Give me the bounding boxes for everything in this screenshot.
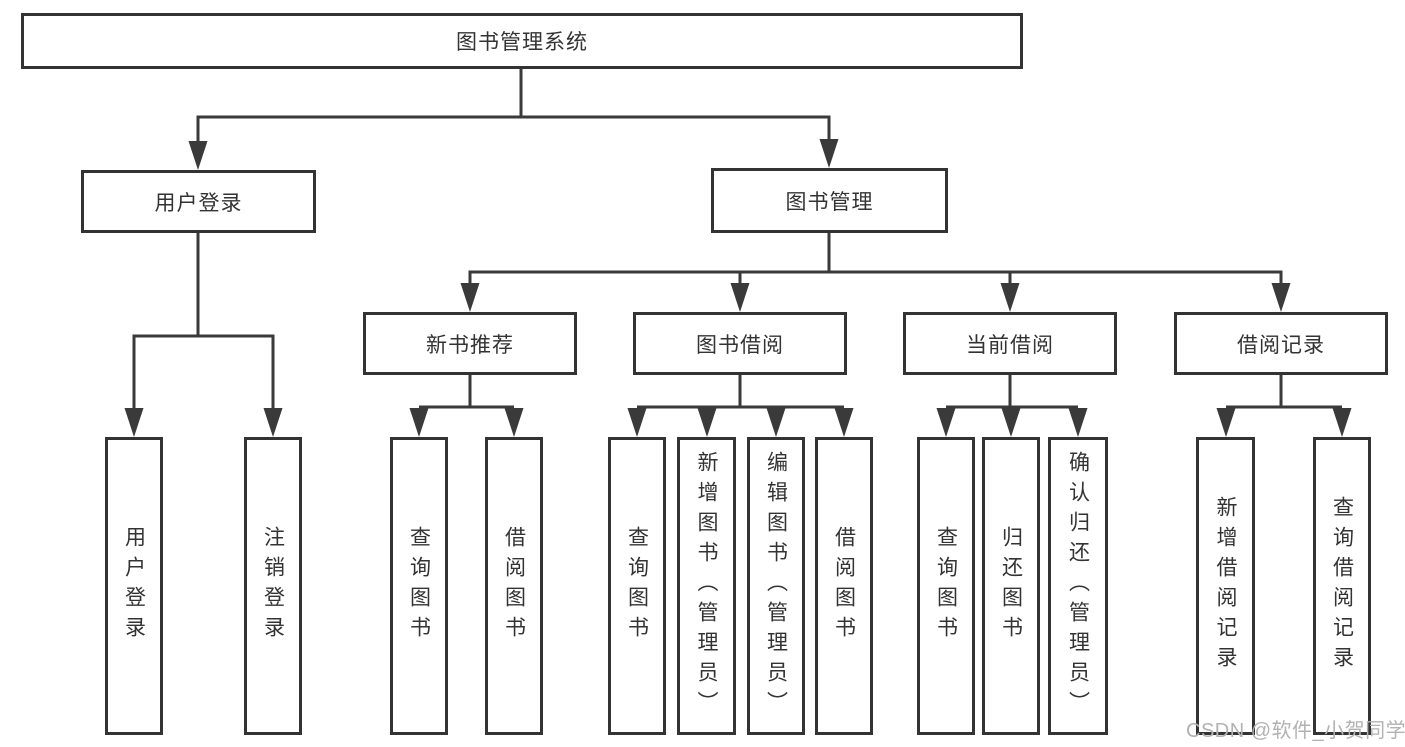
leaf-logout: 注销登录 [244,437,302,735]
node-borrow-records: 借阅记录 [1174,312,1388,375]
node-book-management: 图书管理 [711,168,948,233]
leaf-user-login: 用户登录 [105,437,163,735]
node-label: 查询图书 [625,526,649,646]
leaf-return-book: 归还图书 [982,437,1040,735]
node-label: 新增图书（管理员） [695,451,718,721]
leaf-query-books-current: 查询图书 [917,437,975,735]
node-new-book-recommend: 新书推荐 [363,312,577,375]
leaf-borrow-books: 借阅图书 [815,437,873,735]
node-label: 用户登录 [122,526,146,646]
leaf-add-borrow-record: 新增借阅记录 [1196,437,1255,735]
leaf-edit-book-admin: 编辑图书（管理员） [747,437,805,735]
leaf-query-books-recommend: 查询图书 [390,437,448,735]
node-label: 借阅图书 [502,526,526,646]
connector-book-borrow-to-leaves [627,375,854,437]
node-label: 用户登录 [154,191,243,215]
node-label: 新增借阅记录 [1214,496,1237,676]
connector-root-to-level2 [188,68,839,170]
leaf-query-books-borrow: 查询图书 [608,437,666,735]
connector-borrow-records-to-leaves [1216,375,1352,437]
node-label: 确认归还（管理员） [1066,451,1090,721]
node-label: 查询借阅记录 [1330,496,1354,676]
csdn-watermark: CSDN @软件_小贺同学 [1186,720,1405,742]
node-label: 当前借阅 [966,333,1054,357]
node-user-login: 用户登录 [81,170,316,233]
node-label: 借阅图书 [832,526,856,646]
leaf-add-book-admin: 新增图书（管理员） [677,437,736,735]
node-book-borrow: 图书借阅 [633,312,847,375]
node-library-management-system: 图书管理系统 [21,13,1023,69]
node-label: 新书推荐 [426,333,514,357]
node-current-borrow: 当前借阅 [903,312,1117,375]
leaf-query-borrow-record: 查询借阅记录 [1313,437,1371,735]
node-label: 借阅记录 [1237,333,1325,357]
node-label: 查询图书 [934,526,958,646]
node-label: 归还图书 [999,526,1023,646]
connector-current-borrow-to-leaves [936,375,1088,437]
leaf-borrow-books-recommend: 借阅图书 [485,437,543,735]
node-label: 图书管理系统 [456,31,588,54]
node-label: 注销登录 [261,526,285,646]
leaf-confirm-return-admin: 确认归还（管理员） [1048,437,1108,735]
connector-new-book-recommend-to-leaves [409,375,524,437]
node-label: 图书借阅 [696,333,784,357]
connector-user-login-to-leaves [124,233,283,437]
node-label: 查询图书 [407,526,431,646]
node-label: 图书管理 [785,190,874,214]
node-label: 编辑图书（管理员） [764,451,788,721]
connector-book-management-to-level3 [460,233,1291,312]
